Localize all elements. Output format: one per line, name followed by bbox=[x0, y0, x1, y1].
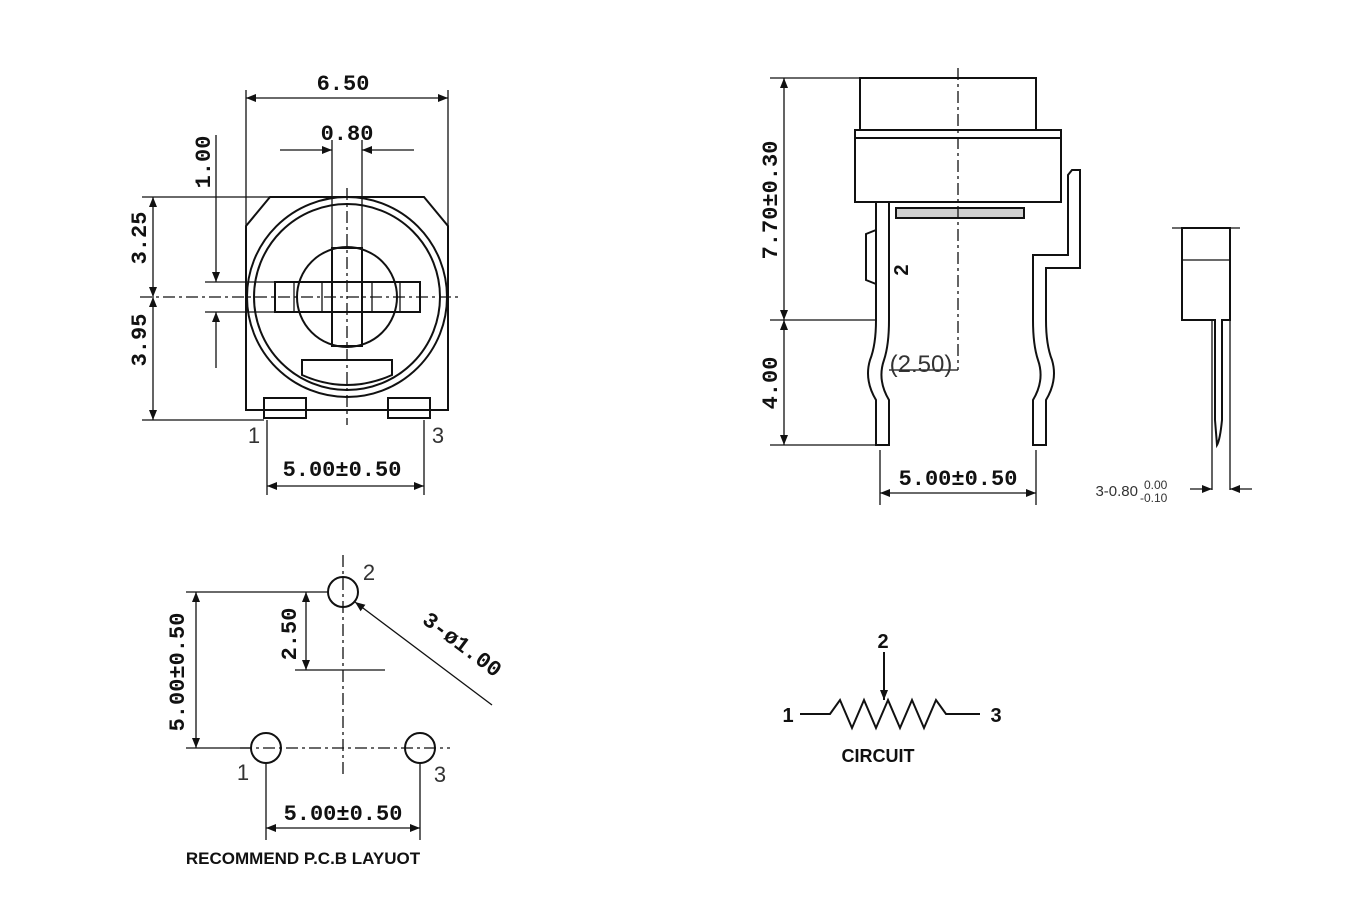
pcb-pin-1-label: 1 bbox=[237, 760, 249, 785]
dim-lower-3-95: 3.95 bbox=[128, 314, 153, 367]
side-view-pin-2-label: 2 bbox=[891, 264, 913, 275]
dim-offset-2-50: (2.50) bbox=[890, 351, 953, 378]
pcb-dim-offset: 2.50 bbox=[278, 608, 303, 661]
wiper-window bbox=[301, 359, 393, 386]
dim-width-6-50: 6.50 bbox=[317, 72, 370, 97]
dim-side-pitch: 5.00±0.50 bbox=[899, 467, 1018, 492]
end-view-outline bbox=[1181, 227, 1231, 449]
pcb-dim-pitch: 5.00±0.50 bbox=[284, 802, 403, 827]
pcb-layout: 2 1 3 5.00±0.50 2.50 3-ø1.00 5.00±0.50 R… bbox=[166, 555, 506, 868]
pcb-caption: RECOMMEND P.C.B LAYUOT bbox=[186, 849, 421, 868]
side-view-knob bbox=[859, 77, 1037, 131]
dim-depth-1-00: 1.00 bbox=[192, 136, 217, 189]
end-view: 3-0.80 0.00 -0.10 bbox=[1095, 227, 1252, 505]
side-view-contact-strip bbox=[895, 207, 1025, 219]
lead-tol-lower: -0.10 bbox=[1140, 491, 1168, 505]
pcb-pin-3-label: 3 bbox=[434, 762, 446, 787]
circuit-pin-1-label: 1 bbox=[782, 705, 793, 727]
top-view-pin-3-label: 3 bbox=[432, 423, 444, 448]
resistor-zigzag bbox=[800, 697, 980, 731]
dim-lead-4-00: 4.00 bbox=[759, 357, 784, 410]
pin-1-pad bbox=[263, 397, 307, 419]
top-view-pin-1-label: 1 bbox=[248, 423, 260, 448]
left-terminal bbox=[867, 202, 890, 446]
circuit-pin-3-label: 3 bbox=[990, 705, 1001, 727]
right-terminal bbox=[1032, 169, 1081, 446]
pcb-hole-spec: 3-ø1.00 bbox=[417, 608, 506, 684]
pcb-pin-2-label: 2 bbox=[363, 560, 375, 585]
dim-height-7-70: 7.70±0.30 bbox=[759, 141, 784, 260]
top-view: 6.50 0.80 1.00 3.25 3.95 1 3 5.00±0.50 bbox=[128, 72, 460, 495]
circuit-pin-2-label: 2 bbox=[877, 631, 888, 653]
dim-upper-3-25: 3.25 bbox=[128, 212, 153, 265]
lead-tol-upper: 0.00 bbox=[1144, 478, 1168, 492]
circuit-caption: CIRCUIT bbox=[842, 746, 915, 766]
pcb-dim-height: 5.00±0.50 bbox=[166, 613, 191, 732]
dim-slot-0-80: 0.80 bbox=[321, 122, 374, 147]
pin-3-pad bbox=[387, 397, 431, 419]
lead-spec-main: 3-0.80 bbox=[1095, 483, 1138, 500]
dim-top-pitch: 5.00±0.50 bbox=[283, 458, 402, 483]
circuit-symbol: 1 2 3 CIRCUIT bbox=[782, 631, 1001, 766]
side-view: 7.70±0.30 4.00 2 (2.50) 5.00±0.50 bbox=[759, 68, 1081, 505]
